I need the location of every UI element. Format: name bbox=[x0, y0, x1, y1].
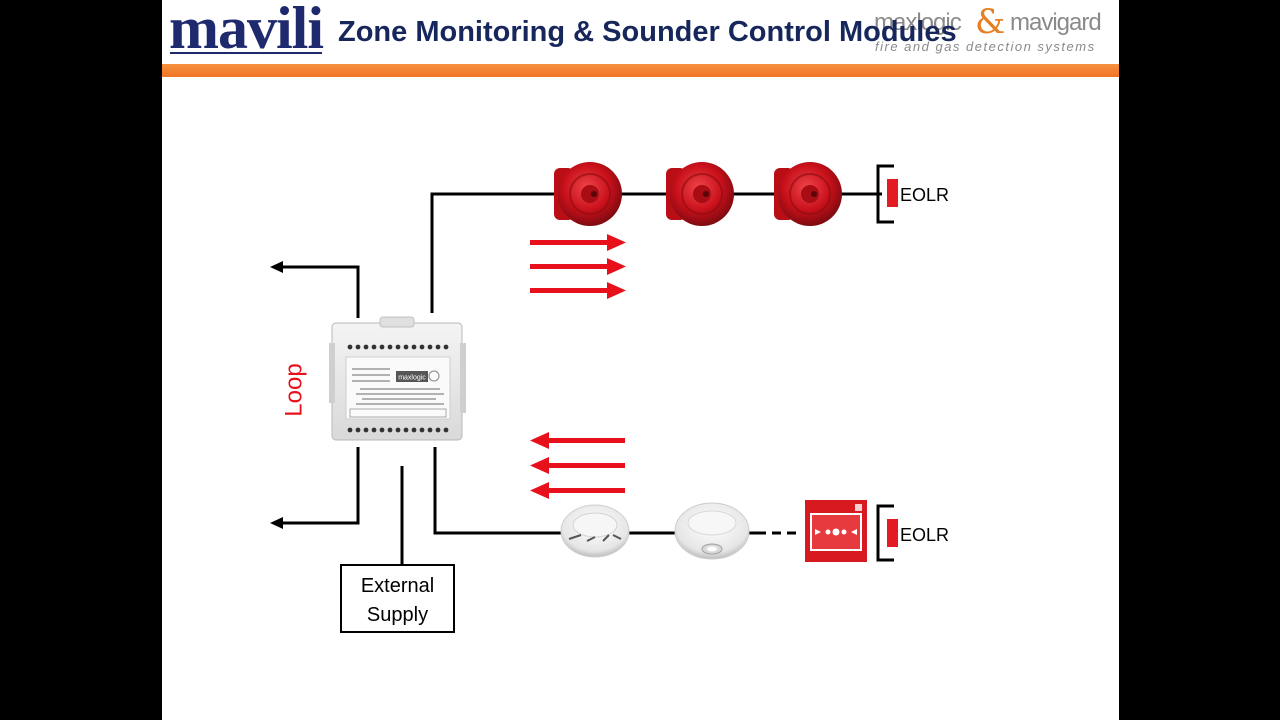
loop-label: Loop bbox=[280, 363, 307, 416]
loop-wires bbox=[280, 265, 360, 525]
loop-wire-upper bbox=[280, 265, 360, 318]
wiring-diagram: EOLR EOLR bbox=[270, 162, 949, 633]
eolr-resistor-top bbox=[876, 164, 898, 224]
module-brand-label: maxlogic bbox=[398, 375, 426, 382]
smoke-detector-icon bbox=[560, 504, 630, 558]
brand-mavigard: mavigard bbox=[1010, 9, 1102, 36]
manual-call-point-icon bbox=[805, 500, 867, 562]
eolr-resistor-bottom bbox=[876, 504, 898, 562]
logo-underline bbox=[170, 52, 322, 54]
external-supply-label-line2: Supply bbox=[367, 604, 428, 626]
external-supply-label-line1: External bbox=[361, 575, 434, 597]
sounder-icon bbox=[554, 162, 622, 226]
loop-arrow-upper bbox=[270, 261, 283, 273]
heat-detector-icon bbox=[674, 502, 750, 560]
output-arrow bbox=[530, 234, 626, 251]
zone-module-device: maxlogic bbox=[329, 316, 466, 441]
output-arrow bbox=[530, 282, 626, 299]
output-arrow bbox=[530, 258, 626, 275]
page-title: Zone Monitoring & Sounder Control Module… bbox=[338, 16, 957, 48]
external-supply-box bbox=[340, 564, 455, 633]
brand-ampersand: & bbox=[975, 2, 1006, 42]
input-arrow bbox=[530, 457, 625, 474]
output-arrows bbox=[530, 234, 626, 299]
input-arrows bbox=[530, 432, 625, 499]
loop-wire-lower bbox=[280, 447, 360, 525]
input-arrow bbox=[530, 482, 625, 499]
detector-circuit-wire bbox=[433, 447, 757, 535]
slide: mavili maxlogic & mavigard fire and gas … bbox=[162, 0, 1119, 720]
brand-tagline: fire and gas detection systems bbox=[875, 39, 1096, 54]
mavili-logo: mavili bbox=[169, 0, 324, 61]
header: mavili maxlogic & mavigard fire and gas … bbox=[162, 0, 1119, 64]
sounder-icon bbox=[666, 162, 734, 226]
header-divider bbox=[162, 64, 1119, 77]
sounder-icon bbox=[774, 162, 842, 226]
eolr-label-bottom: EOLR bbox=[900, 525, 949, 545]
brand-maxlogic: maxlogic bbox=[874, 9, 962, 36]
eolr-label-top: EOLR bbox=[900, 185, 949, 205]
loop-arrow-lower bbox=[270, 517, 283, 529]
input-arrow bbox=[530, 432, 625, 449]
